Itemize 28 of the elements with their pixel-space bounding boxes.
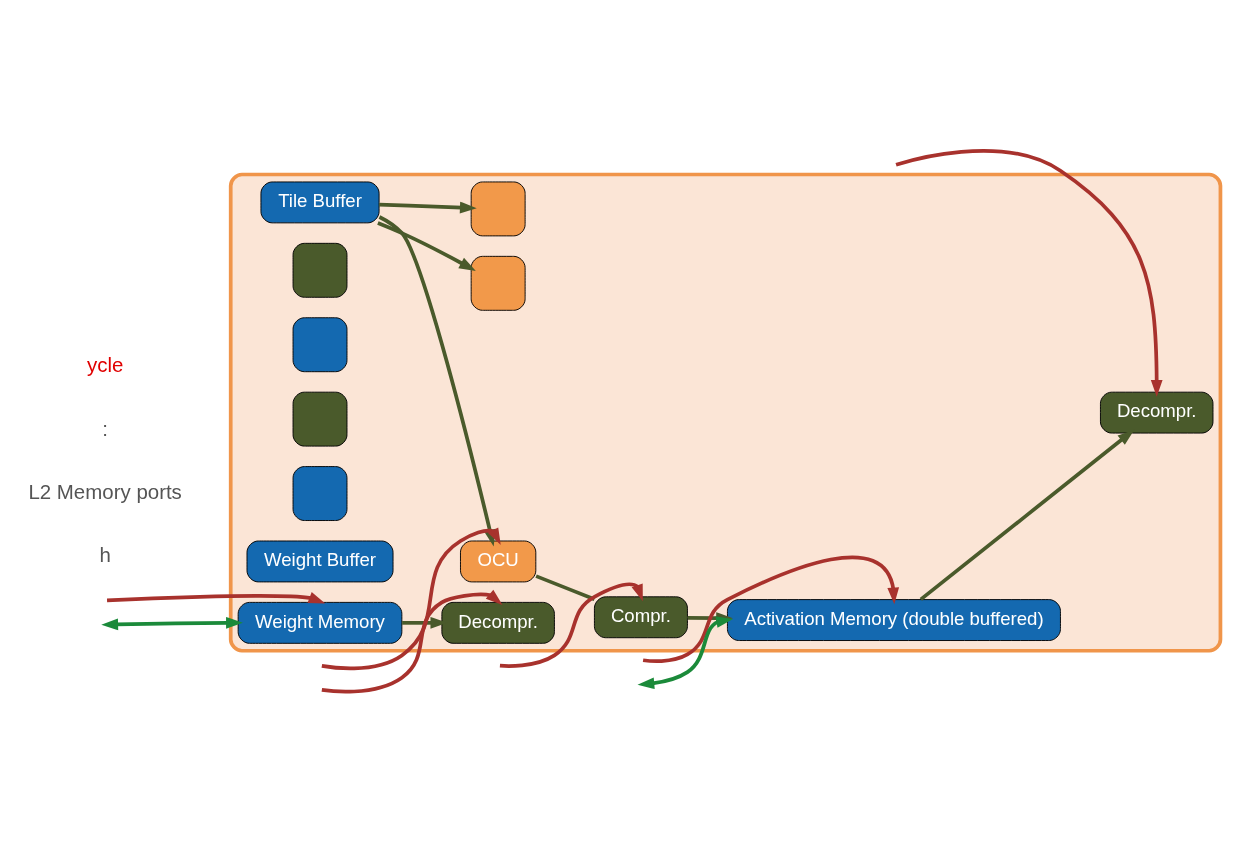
node-box [470,255,526,311]
arrow [106,591,326,603]
node-box [470,180,526,236]
arrow [377,220,476,271]
node-box: Decompr. [441,601,555,644]
node-box: Compr. [593,595,688,638]
node-box [292,465,348,521]
node-box [292,242,348,298]
node-box: OCU [460,540,537,582]
node-box: Weight Memory [237,601,403,644]
label: ycle [86,352,124,376]
node-box: Tile Buffer [260,180,380,223]
node-box [292,391,348,447]
arrow [642,555,900,663]
label: : [102,416,108,440]
arrow [101,616,243,630]
arrow [321,589,503,694]
node-box [292,316,348,372]
arrow [499,582,643,668]
arrow [919,429,1135,601]
label: L2 Memory ports [28,479,182,503]
arrow [379,201,477,213]
connector [535,573,596,601]
node-box: Decompr. [1099,391,1214,434]
label: h [99,542,111,566]
arrow [895,148,1163,397]
node-box: Weight Buffer [246,540,394,582]
node-box: Activation Memory (double buffered) [726,598,1061,641]
